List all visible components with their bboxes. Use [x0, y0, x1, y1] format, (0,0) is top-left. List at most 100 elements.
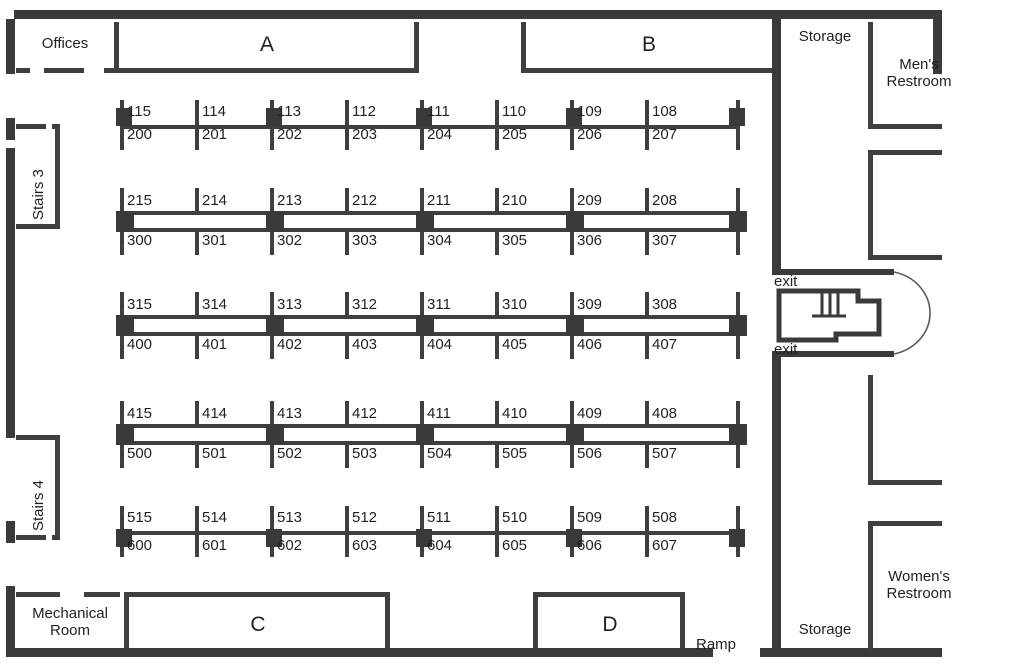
booth-number-407[interactable]: 407 [652, 336, 678, 353]
booth-number-200[interactable]: 200 [127, 126, 153, 143]
booth-number-511[interactable]: 511 [427, 509, 451, 526]
booth-number-509[interactable]: 509 [577, 509, 603, 526]
wall-mech-top-seg2 [84, 592, 120, 597]
booth-number-409[interactable]: 409 [577, 405, 603, 422]
booth-number-315[interactable]: 315 [127, 296, 153, 313]
booth-number-313[interactable]: 313 [277, 296, 303, 313]
booth-number-301[interactable]: 301 [202, 232, 228, 249]
booth-number-108[interactable]: 108 [652, 103, 678, 120]
booth-number-402[interactable]: 402 [277, 336, 303, 353]
booth-number-604[interactable]: 604 [427, 537, 453, 554]
booth-number-215[interactable]: 215 [127, 192, 153, 209]
booth-number-305[interactable]: 305 [502, 232, 528, 249]
wall-mech-top-seg1 [16, 592, 60, 597]
booth-number-603[interactable]: 603 [352, 537, 378, 554]
booth-number-205[interactable]: 205 [502, 126, 528, 143]
booth-number-602[interactable]: 602 [277, 537, 303, 554]
booth-row-5 [116, 506, 745, 557]
wall-stairs4-door-bottom [16, 535, 46, 540]
wall-offices-bottom-seg2 [44, 68, 84, 73]
booth-number-514[interactable]: 514 [202, 509, 228, 526]
booth-number-515[interactable]: 515 [127, 509, 153, 526]
booth-number-210[interactable]: 210 [502, 192, 528, 209]
booth-number-112[interactable]: 112 [352, 103, 376, 120]
booth-number-600[interactable]: 600 [127, 537, 153, 554]
booth-number-503[interactable]: 503 [352, 445, 378, 462]
exterior-walls [6, 10, 942, 657]
booth-number-311[interactable]: 311 [427, 296, 451, 313]
zone-label-c: C [250, 613, 266, 636]
booth-row-4 [116, 401, 747, 468]
booth-number-208[interactable]: 208 [652, 192, 678, 209]
wall-zone-a-bottom [119, 68, 419, 73]
booth-number-113[interactable]: 113 [277, 103, 301, 120]
booth-number-510[interactable]: 510 [502, 509, 528, 526]
booth-number-414[interactable]: 414 [202, 405, 228, 422]
booth-number-302[interactable]: 302 [277, 232, 303, 249]
booth-number-501[interactable]: 501 [202, 445, 228, 462]
zone-label-d: D [602, 613, 618, 636]
booth-number-307[interactable]: 307 [652, 232, 678, 249]
booth-number-202[interactable]: 202 [277, 126, 303, 143]
booth-number-312[interactable]: 312 [352, 296, 378, 313]
booth-number-111[interactable]: 111 [427, 103, 450, 120]
booth-number-212[interactable]: 212 [352, 192, 378, 209]
booth-number-508[interactable]: 508 [652, 509, 678, 526]
booth-number-206[interactable]: 206 [577, 126, 603, 143]
booth-number-213[interactable]: 213 [277, 192, 303, 209]
row-1-pillars [116, 108, 745, 126]
booth-number-415[interactable]: 415 [127, 405, 153, 422]
booth-number-502[interactable]: 502 [277, 445, 303, 462]
booth-number-506[interactable]: 506 [577, 445, 603, 462]
booth-number-405[interactable]: 405 [502, 336, 528, 353]
booth-number-204[interactable]: 204 [427, 126, 453, 143]
booth-number-413[interactable]: 413 [277, 405, 303, 422]
booth-number-513[interactable]: 513 [277, 509, 303, 526]
booth-number-606[interactable]: 606 [577, 537, 603, 554]
row-2-dividers [120, 188, 740, 255]
booth-number-406[interactable]: 406 [577, 336, 603, 353]
booth-number-411[interactable]: 411 [427, 405, 451, 422]
vestibule-arc [893, 271, 931, 355]
booth-number-512[interactable]: 512 [352, 509, 378, 526]
booth-number-209[interactable]: 209 [577, 192, 603, 209]
booth-number-114[interactable]: 114 [202, 103, 226, 120]
booth-number-504[interactable]: 504 [427, 445, 453, 462]
booth-number-404[interactable]: 404 [427, 336, 453, 353]
booth-number-300[interactable]: 300 [127, 232, 153, 249]
booth-number-401[interactable]: 401 [202, 336, 228, 353]
booth-number-403[interactable]: 403 [352, 336, 378, 353]
booth-number-109[interactable]: 109 [577, 103, 603, 120]
booth-number-306[interactable]: 306 [577, 232, 603, 249]
booth-number-304[interactable]: 304 [427, 232, 453, 249]
booth-number-601[interactable]: 601 [202, 537, 228, 554]
wall-midroom-top [868, 150, 942, 155]
wall-offices-bottom-seg1 [16, 68, 30, 73]
booth-number-507[interactable]: 507 [652, 445, 678, 462]
booth-number-308[interactable]: 308 [652, 296, 678, 313]
booth-number-412[interactable]: 412 [352, 405, 378, 422]
booth-number-310[interactable]: 310 [502, 296, 528, 313]
booth-number-303[interactable]: 303 [352, 232, 378, 249]
booth-number-115[interactable]: 115 [127, 103, 151, 120]
booth-number-607[interactable]: 607 [652, 537, 678, 554]
wall-stairs4-top [16, 435, 60, 440]
booth-number-605[interactable]: 605 [502, 537, 528, 554]
booth-row-1 [116, 100, 745, 150]
booth-number-400[interactable]: 400 [127, 336, 153, 353]
booth-number-500[interactable]: 500 [127, 445, 153, 462]
booth-number-314[interactable]: 314 [202, 296, 228, 313]
booth-number-408[interactable]: 408 [652, 405, 678, 422]
booth-number-207[interactable]: 207 [652, 126, 678, 143]
booth-number-505[interactable]: 505 [502, 445, 528, 462]
booth-number-214[interactable]: 214 [202, 192, 228, 209]
area-label-storage-top: Storage [798, 28, 852, 45]
booth-number-201[interactable]: 201 [202, 126, 228, 143]
booth-number-211[interactable]: 211 [427, 192, 451, 209]
booth-number-410[interactable]: 410 [502, 405, 528, 422]
booth-number-203[interactable]: 203 [352, 126, 378, 143]
booth-number-309[interactable]: 309 [577, 296, 603, 313]
row-5-pillars [116, 529, 745, 547]
booth-number-110[interactable]: 110 [502, 103, 526, 120]
